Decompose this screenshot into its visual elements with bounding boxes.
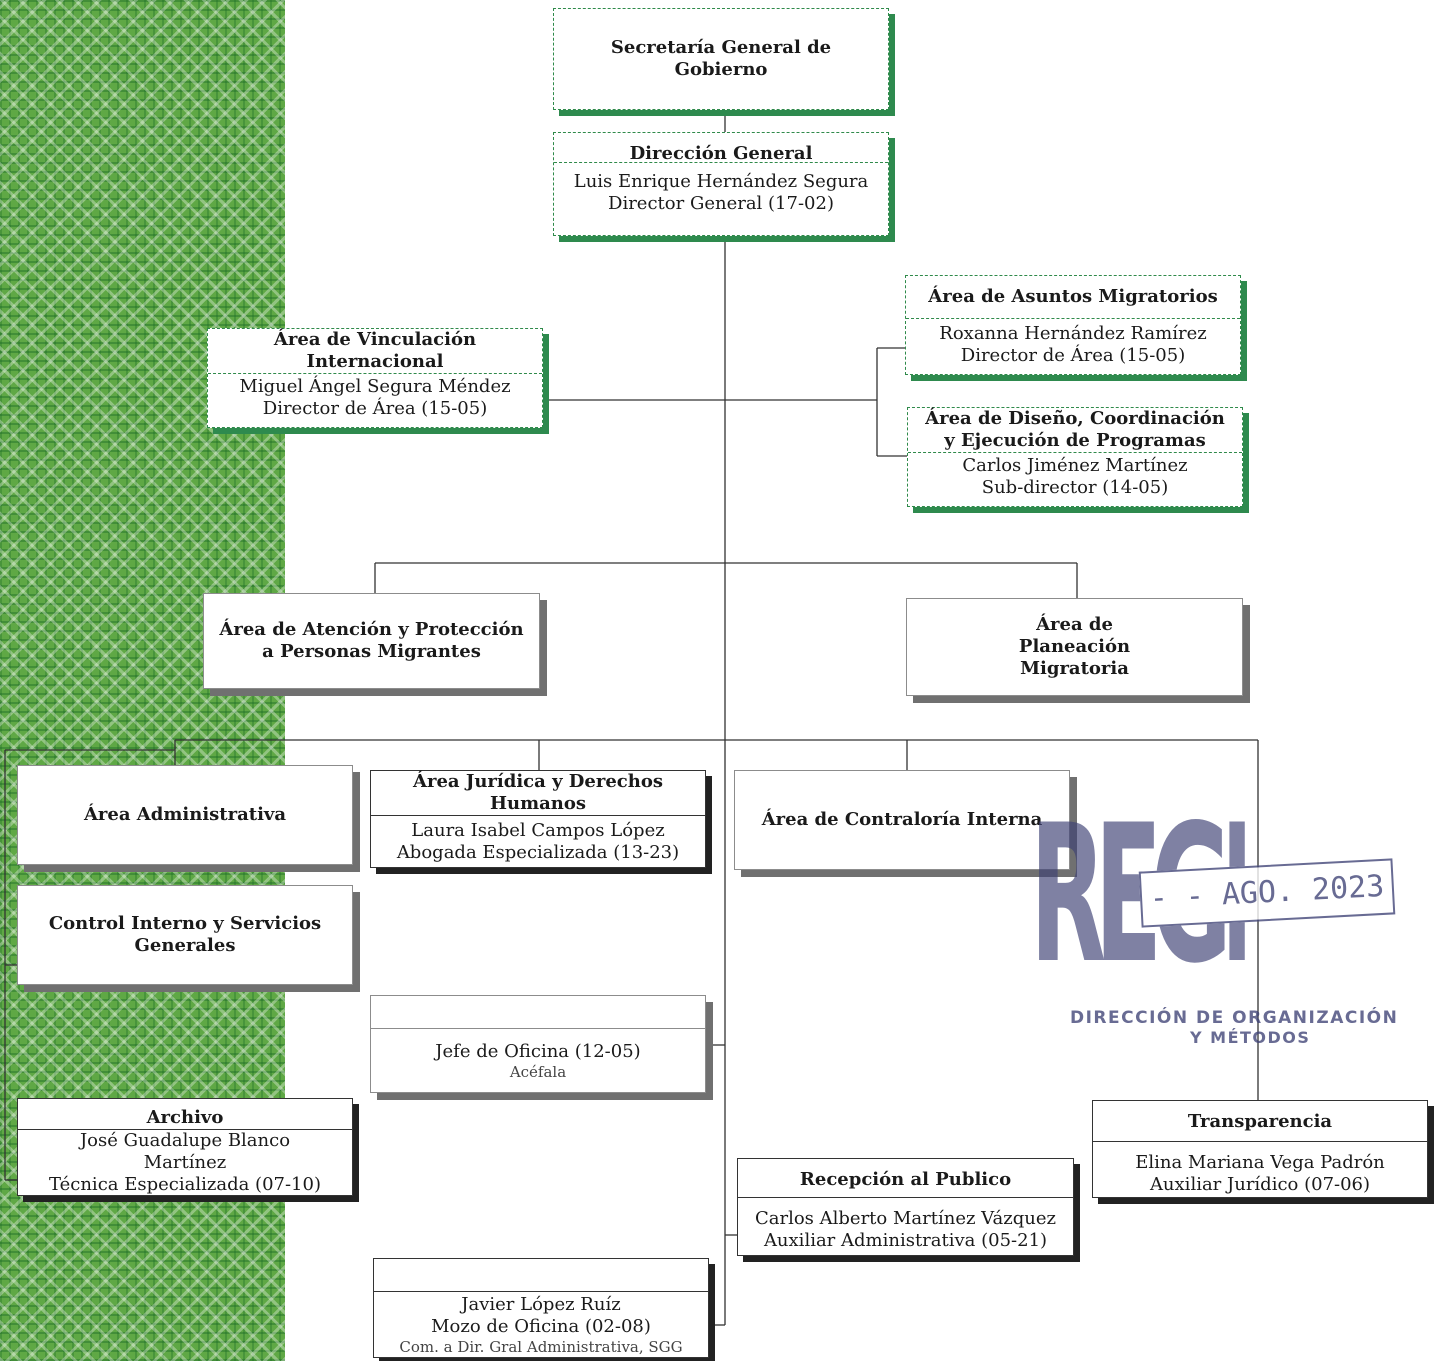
node-jefe-oficina: Jefe de Oficina (12-05) Acéfala [370,995,706,1093]
node-person: Elina Mariana Vega Padrón [1135,1152,1385,1173]
node-person: José Guadalupe Blanco Martínez [79,1130,291,1173]
node-area-juridica: Área Jurídica y Derechos Humanos Laura I… [370,770,706,868]
node-person: Miguel Ángel Segura Méndez [239,376,511,397]
node-person: Laura Isabel Campos López [411,820,665,841]
node-area-administrativa: Área Administrativa [17,765,353,865]
node-title: Área Administrativa [83,804,287,825]
node-note: Com. a Dir. Gral Administrativa, SGG [399,1338,683,1356]
node-person: Carlos Jiménez Martínez [962,455,1188,476]
node-archivo: Archivo José Guadalupe Blanco Martínez T… [17,1098,353,1196]
node-vinculacion-internacional: Área de Vinculación Internacional Miguel… [207,328,543,428]
node-title: Área de Planeación Migratoria [1018,614,1131,679]
node-person: Carlos Alberto Martínez Vázquez [754,1208,1056,1229]
node-role: Mozo de Oficina (02-08) [431,1316,651,1337]
node-title: Archivo [18,1099,352,1130]
node-title: Recepción al Publico [738,1159,1073,1198]
node-title: Control Interno y Servicios Generales [48,913,322,956]
node-secretaria-general: Secretaría General de Gobierno [553,8,889,110]
node-title: Área de Asuntos Migratorios [906,276,1240,319]
node-transparencia: Transparencia Elina Mariana Vega Padrón … [1092,1100,1428,1198]
node-planeacion-migratoria: Área de Planeación Migratoria [906,598,1243,696]
node-person: Luis Enrique Hernández Segura [573,171,869,192]
node-recepcion-publico: Recepción al Publico Carlos Alberto Mart… [737,1158,1074,1256]
node-title: Área de Atención y Protección a Personas… [219,619,524,662]
node-role: Director General (17-02) [608,193,834,214]
node-diseno-coordinacion: Área de Diseño, Coordinación y Ejecución… [907,407,1243,507]
node-role: Auxiliar Administrativa (05-21) [763,1230,1048,1251]
node-title: Área de Vinculación Internacional [208,329,542,374]
node-role: Abogada Especializada (13-23) [396,842,680,863]
node-title: Dirección General [554,133,888,164]
node-person: Javier López Ruíz [461,1294,621,1315]
node-role: Director de Área (15-05) [960,345,1186,366]
node-role: Técnica Especializada (07-10) [49,1174,321,1195]
node-asuntos-migratorios: Área de Asuntos Migratorios Roxanna Hern… [905,275,1241,375]
node-atencion-proteccion: Área de Atención y Protección a Personas… [203,593,540,689]
node-title: Área de Diseño, Coordinación y Ejecución… [908,408,1242,453]
node-mozo-oficina: Javier López Ruíz Mozo de Oficina (02-08… [373,1258,709,1358]
node-person: Roxanna Hernández Ramírez [939,323,1207,344]
node-role: Auxiliar Jurídico (07-06) [1149,1174,1371,1195]
node-control-interno: Control Interno y Servicios Generales [17,885,353,985]
node-note: Acéfala [509,1063,567,1081]
node-contraloria-interna: Área de Contraloría Interna [734,770,1070,870]
node-role: Sub-director (14-05) [981,477,1169,498]
node-role: Jefe de Oficina (12-05) [435,1041,641,1062]
node-direccion-general: Dirección General Luis Enrique Hernández… [553,132,889,236]
node-role: Director de Área (15-05) [262,398,488,419]
node-title: Transparencia [1093,1101,1427,1142]
node-title: Secretaría General de Gobierno [610,37,832,80]
node-title: Área Jurídica y Derechos Humanos [371,771,705,816]
node-title: Área de Contraloría Interna [761,809,1043,830]
